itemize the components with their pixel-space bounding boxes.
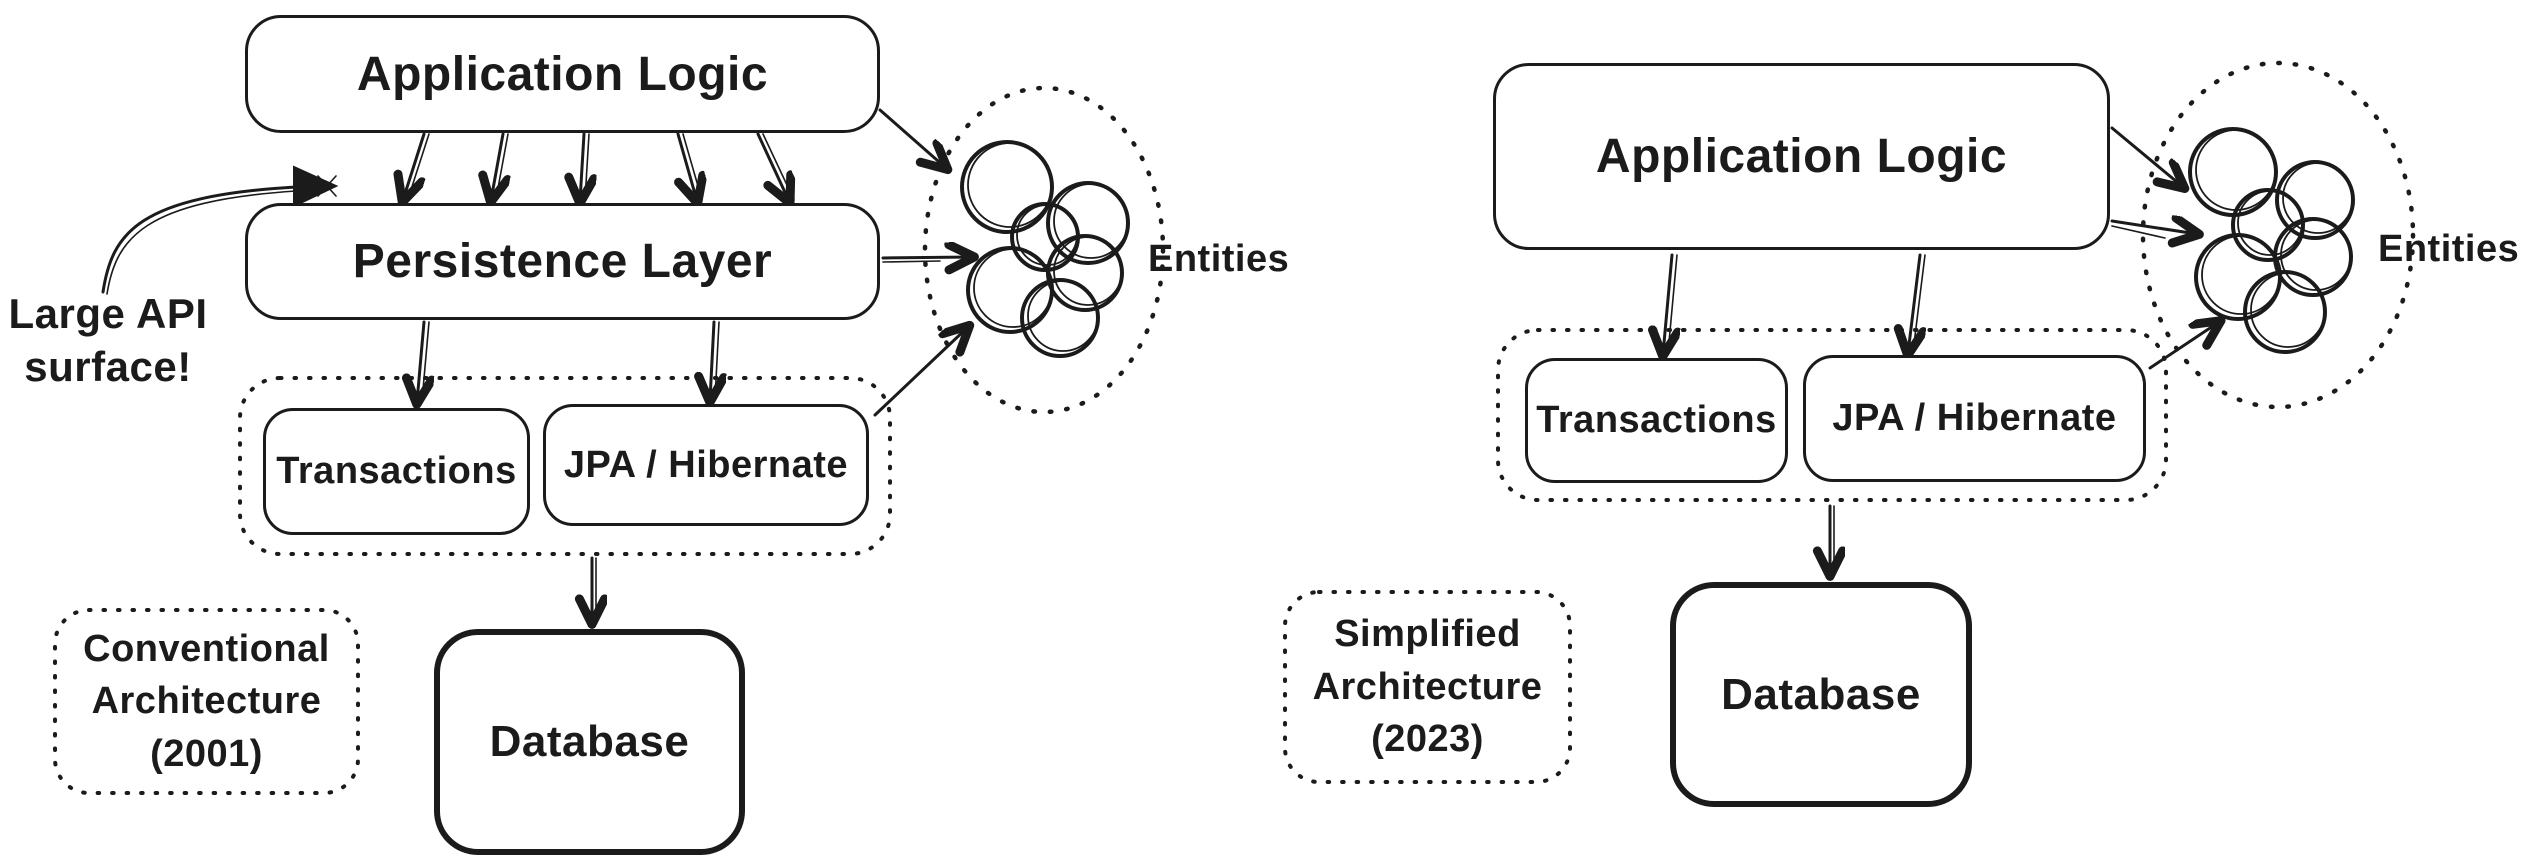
left-caption: Conventional Architecture (2001): [55, 610, 358, 793]
right-entities-label: Entities: [2378, 228, 2520, 270]
right-caption-line-3: (2023): [1371, 718, 1484, 761]
right-group-to-database-arrow: [1830, 504, 1834, 574]
left-app-to-persistence-arrows: [403, 132, 794, 201]
large-api-surface-arrow: [101, 165, 339, 295]
left-jpa-hibernate-label: JPA / Hibernate: [563, 443, 849, 486]
left-persistence-layer-label: Persistence Layer: [352, 235, 773, 288]
right-jpa-hibernate-label: JPA / Hibernate: [1832, 397, 2117, 439]
left-jpa-hibernate-box: JPA / Hibernate: [543, 404, 869, 526]
left-entities-label: Entities: [1148, 238, 1290, 280]
left-caption-border: [53, 608, 360, 795]
left-entities-cluster: [922, 85, 1166, 415]
right-application-logic-box: Application Logic: [1493, 63, 2110, 250]
large-api-surface-annotation: Large API surface!: [8, 288, 208, 393]
right-caption-line-2: Architecture: [1312, 665, 1543, 708]
right-jpa-hibernate-box: JPA / Hibernate: [1803, 355, 2146, 482]
left-persistence-layer-box: Persistence Layer: [245, 203, 880, 320]
right-transactions-box: Transactions: [1525, 358, 1788, 483]
right-transactions-label: Transactions: [1536, 399, 1777, 441]
annotation-line-2: surface!: [24, 342, 192, 390]
right-entities-cluster: [2140, 60, 2416, 410]
left-caption-line-2: Architecture: [91, 680, 322, 723]
left-persistence-group-border: [238, 376, 892, 556]
left-group-to-database-arrow: [592, 556, 596, 622]
left-transactions-label: Transactions: [276, 450, 517, 492]
left-application-logic-label: Application Logic: [356, 47, 769, 101]
left-caption-line-1: Conventional: [83, 627, 330, 670]
left-persistence-to-group-arrows: [417, 320, 719, 402]
right-app-to-group-arrows: [1663, 253, 1925, 354]
right-application-logic-label: Application Logic: [1595, 130, 2008, 183]
right-caption-border: [1283, 590, 1572, 784]
left-application-logic-box: Application Logic: [245, 15, 880, 133]
left-database-box: Database: [434, 629, 745, 855]
left-caption-line-3: (2001): [150, 732, 263, 775]
right-database-label: Database: [1721, 669, 1921, 719]
right-arrows-to-entities: [2110, 126, 2219, 370]
right-persistence-group-border: [1496, 328, 2168, 502]
right-caption: Simplified Architecture (2023): [1285, 592, 1570, 782]
left-arrows-to-entities: [873, 108, 972, 417]
left-database-label: Database: [489, 717, 690, 766]
right-caption-line-1: Simplified: [1334, 613, 1521, 656]
right-database-box: Database: [1670, 582, 1972, 807]
annotation-line-1: Large API: [8, 290, 208, 337]
left-transactions-box: Transactions: [263, 408, 530, 535]
